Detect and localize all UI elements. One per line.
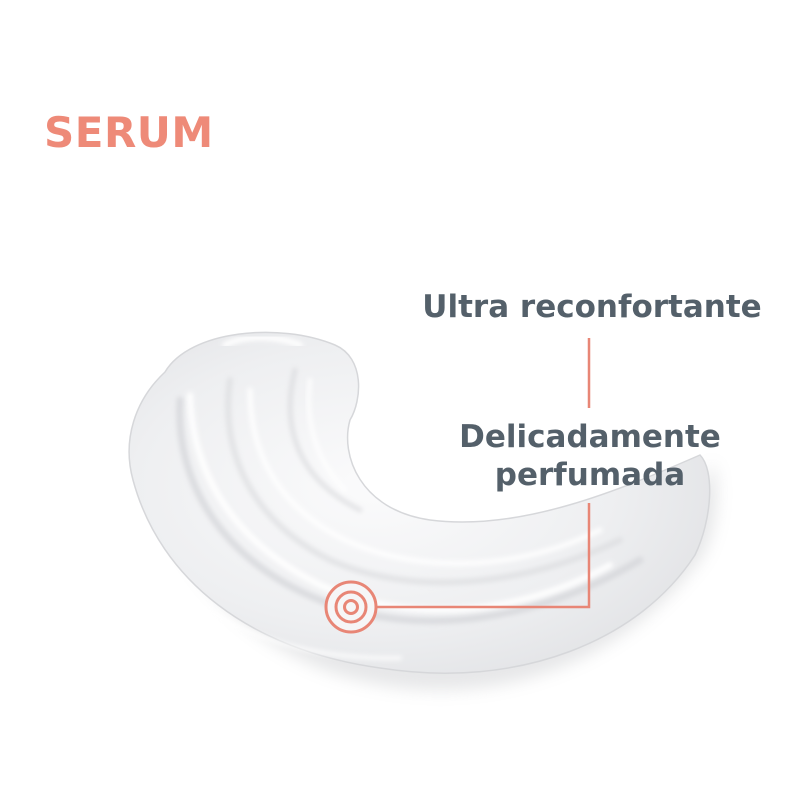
cream-highlight (247, 387, 603, 566)
cream-ridge (225, 377, 623, 586)
cream-ridge (287, 367, 363, 513)
connector-line-bottom (369, 503, 591, 609)
cream-highlight (306, 378, 347, 492)
product-title: SERUM (44, 108, 214, 157)
cream-highlight (178, 588, 402, 661)
feature-label-scent-line1: Delicadamente (459, 419, 721, 455)
target-icon (324, 580, 378, 634)
cream-ridge (176, 396, 644, 625)
feature-label-comfort: Ultra reconfortante (422, 289, 762, 325)
feature-label-scent: Delicadamente perfumada (420, 418, 760, 494)
cream-highlight (222, 334, 303, 348)
feature-label-scent-line2: perfumada (494, 457, 686, 493)
cream-highlight (187, 392, 613, 613)
